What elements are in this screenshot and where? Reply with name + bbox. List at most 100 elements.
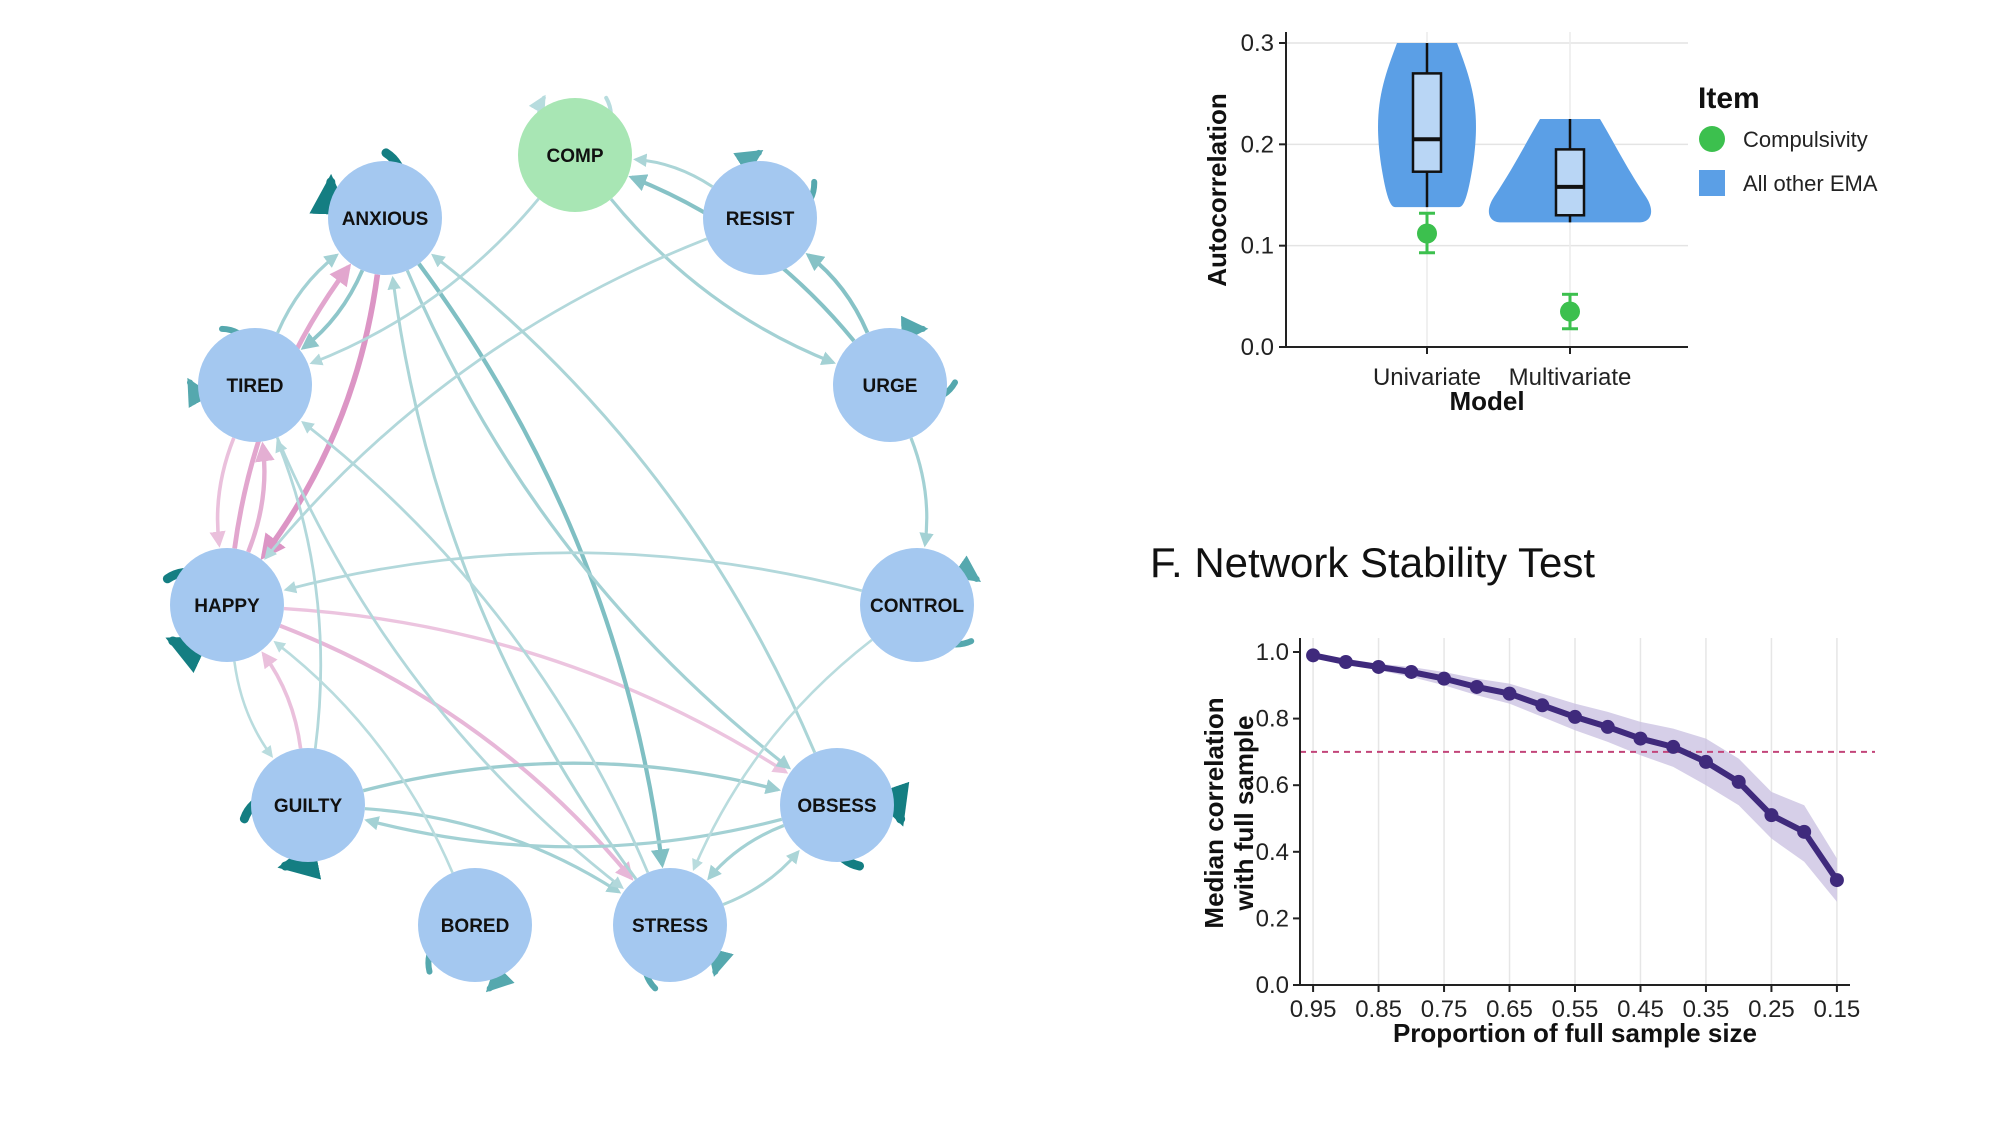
- node-circle: [418, 868, 532, 982]
- edge-bored-to-happy: [273, 640, 454, 874]
- violin-y-tick-label: 0.1: [1241, 233, 1274, 260]
- data-point: [1764, 808, 1779, 823]
- violin-marks: [1378, 43, 1652, 331]
- stability-y-ticks: 0.00.20.40.60.81.0: [1256, 639, 1300, 999]
- legend-label-all-other-ema: All other EMA: [1743, 171, 1878, 196]
- network-nodes: COMPRESISTURGECONTROLOBSESSSTRESSBOREDGU…: [170, 98, 974, 982]
- stability-x-tick-label: 0.55: [1552, 996, 1599, 1023]
- node-circle: [703, 161, 817, 275]
- node-resist: RESIST: [703, 161, 817, 275]
- stability-x-tick-label: 0.75: [1421, 996, 1468, 1023]
- node-circle: [780, 748, 894, 862]
- stability-x-tick-label: 0.65: [1486, 996, 1533, 1023]
- node-label: URGE: [863, 376, 918, 397]
- violin-legend: Item Compulsivity All other EMA: [1698, 82, 1878, 196]
- data-point: [1502, 686, 1517, 701]
- network-svg: COMPRESISTURGECONTROLOBSESSSTRESSBOREDGU…: [162, 94, 982, 993]
- stability-y-axis-title: Median correlationwith full sample: [1199, 697, 1259, 928]
- data-point: [1797, 824, 1812, 839]
- legend-swatch-all-other-ema: [1699, 170, 1725, 196]
- stability-x-tick-label: 0.35: [1683, 996, 1730, 1023]
- node-tired: TIRED: [198, 328, 312, 442]
- edge-control-to-stress: [692, 638, 873, 872]
- stability-y-tick-label: 0.4: [1256, 839, 1289, 866]
- data-point: [1600, 719, 1615, 734]
- violin-x-tick-label: Univariate: [1373, 364, 1481, 391]
- violin-y-tick-label: 0.0: [1241, 334, 1274, 361]
- node-urge: URGE: [833, 328, 947, 442]
- edge-happy-to-obsess: [283, 606, 789, 774]
- edge-comp-to-tired: [309, 197, 540, 366]
- data-point: [1306, 648, 1321, 663]
- edge-comp-to-urge: [609, 198, 836, 366]
- data-point: [1731, 774, 1746, 789]
- node-circle: [251, 748, 365, 862]
- edge-control-to-happy: [283, 551, 863, 594]
- node-circle: [170, 548, 284, 662]
- stability-y-tick-label: 0.8: [1256, 706, 1289, 733]
- edge-obsess-to-stress: [707, 824, 785, 881]
- node-label: STRESS: [632, 916, 708, 937]
- edge-resist-to-happy: [264, 237, 708, 560]
- violin-univariate: [1378, 43, 1476, 208]
- violin-y-ticks: 0.0 0.1 0.2 0.3: [1241, 30, 1286, 361]
- compulsivity-point-univariate: [1417, 211, 1437, 255]
- node-circle: [833, 328, 947, 442]
- node-label: HAPPY: [194, 596, 260, 617]
- violin-y-axis-title: Autocorrelation: [1202, 93, 1232, 287]
- node-guilty: GUILTY: [251, 748, 365, 862]
- node-label: TIRED: [227, 376, 284, 397]
- stability-y-axis-title-text: Median correlationwith full sample: [1199, 697, 1259, 928]
- node-label: BORED: [441, 916, 510, 937]
- edge-happy-to-tired: [246, 441, 275, 553]
- node-bored: BORED: [418, 868, 532, 982]
- stability-y-tick-label: 0.2: [1256, 905, 1289, 932]
- stability-x-tick-label: 0.15: [1814, 996, 1861, 1023]
- edge-anxious-to-stress: [417, 262, 670, 869]
- node-circle: [198, 328, 312, 442]
- data-point: [1437, 671, 1452, 686]
- stability-x-tick-label: 0.25: [1748, 996, 1795, 1023]
- node-circle: [860, 548, 974, 662]
- data-point: [1371, 659, 1386, 674]
- stability-x-tick-label: 0.95: [1290, 996, 1337, 1023]
- violin-y-tick-label: 0.2: [1241, 131, 1274, 158]
- edge-obsess-to-anxious: [431, 253, 817, 754]
- edge-tired-to-anxious: [276, 253, 339, 334]
- edge-stress-to-obsess: [722, 849, 800, 906]
- violin-axes: [1285, 32, 1688, 348]
- edge-urge-to-resist: [805, 253, 870, 334]
- edge-resist-to-comp: [633, 153, 714, 188]
- node-happy: HAPPY: [170, 548, 284, 662]
- data-point: [1698, 754, 1713, 769]
- edge-stress-to-tired: [301, 420, 650, 874]
- violin-box: [1554, 148, 1586, 217]
- stability-x-tick-label: 0.85: [1355, 996, 1402, 1023]
- violin-y-tick-label: 0.3: [1241, 30, 1274, 57]
- edge-anxious-to-obsess: [405, 269, 792, 770]
- data-point: [1338, 654, 1353, 669]
- node-obsess: OBSESS: [780, 748, 894, 862]
- node-label: ANXIOUS: [342, 209, 429, 230]
- node-circle: [613, 868, 727, 982]
- violin-x-axis-title: Model: [1449, 386, 1524, 416]
- node-circle: [328, 161, 442, 275]
- edge-anxious-to-tired: [300, 269, 365, 350]
- edge-guilty-to-obsess: [362, 761, 781, 795]
- edge-guilty-to-tired: [275, 439, 323, 749]
- point-marker: [1417, 223, 1437, 244]
- node-label: GUILTY: [274, 796, 343, 817]
- stability-x-axis-title: Proportion of full sample size: [1393, 1018, 1757, 1048]
- edge-tired-to-stress: [275, 436, 624, 890]
- edge-stress-to-anxious: [387, 275, 638, 881]
- edge-happy-to-stress: [279, 623, 634, 881]
- data-point: [1535, 698, 1550, 713]
- legend-swatch-compulsivity: [1699, 126, 1725, 152]
- data-point: [1666, 739, 1681, 754]
